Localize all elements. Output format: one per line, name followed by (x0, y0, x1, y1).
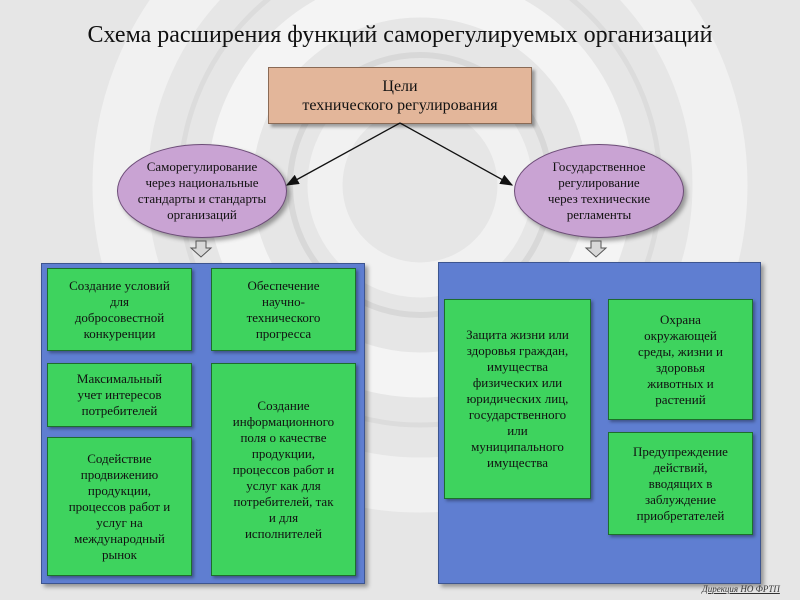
left-box-progress: Обеспечение научно- технического прогрес… (211, 268, 356, 351)
credit-link[interactable]: Дирекция НО ФРТП (702, 584, 780, 594)
arrow-to-self-regulation (285, 122, 401, 186)
page-title: Схема расширения функций саморегулируемы… (87, 22, 713, 48)
left-box-consumers: Максимальный учет интересов потребителей (47, 363, 192, 427)
right-box-misleading: Предупреждение действий, вводящих в забл… (608, 432, 753, 535)
left-box-information: Создание информационного поля о качестве… (211, 363, 356, 576)
left-box-promotion: Содействие продвижению продукции, процес… (47, 437, 192, 576)
left-box-competition: Создание условий для добросовестной конк… (47, 268, 192, 351)
state-regulation-ellipse: Государственное регулирование через техн… (514, 144, 684, 238)
down-arrow-right-icon (584, 240, 608, 258)
arrow-to-state-regulation (399, 122, 514, 186)
self-regulation-ellipse: Саморегулирование через национальные ста… (117, 144, 287, 238)
right-box-environment: Охрана окружающей среды, жизни и здоровь… (608, 299, 753, 420)
down-arrow-left-icon (189, 240, 213, 258)
right-box-protection: Защита жизни или здоровья граждан, имуще… (444, 299, 591, 499)
